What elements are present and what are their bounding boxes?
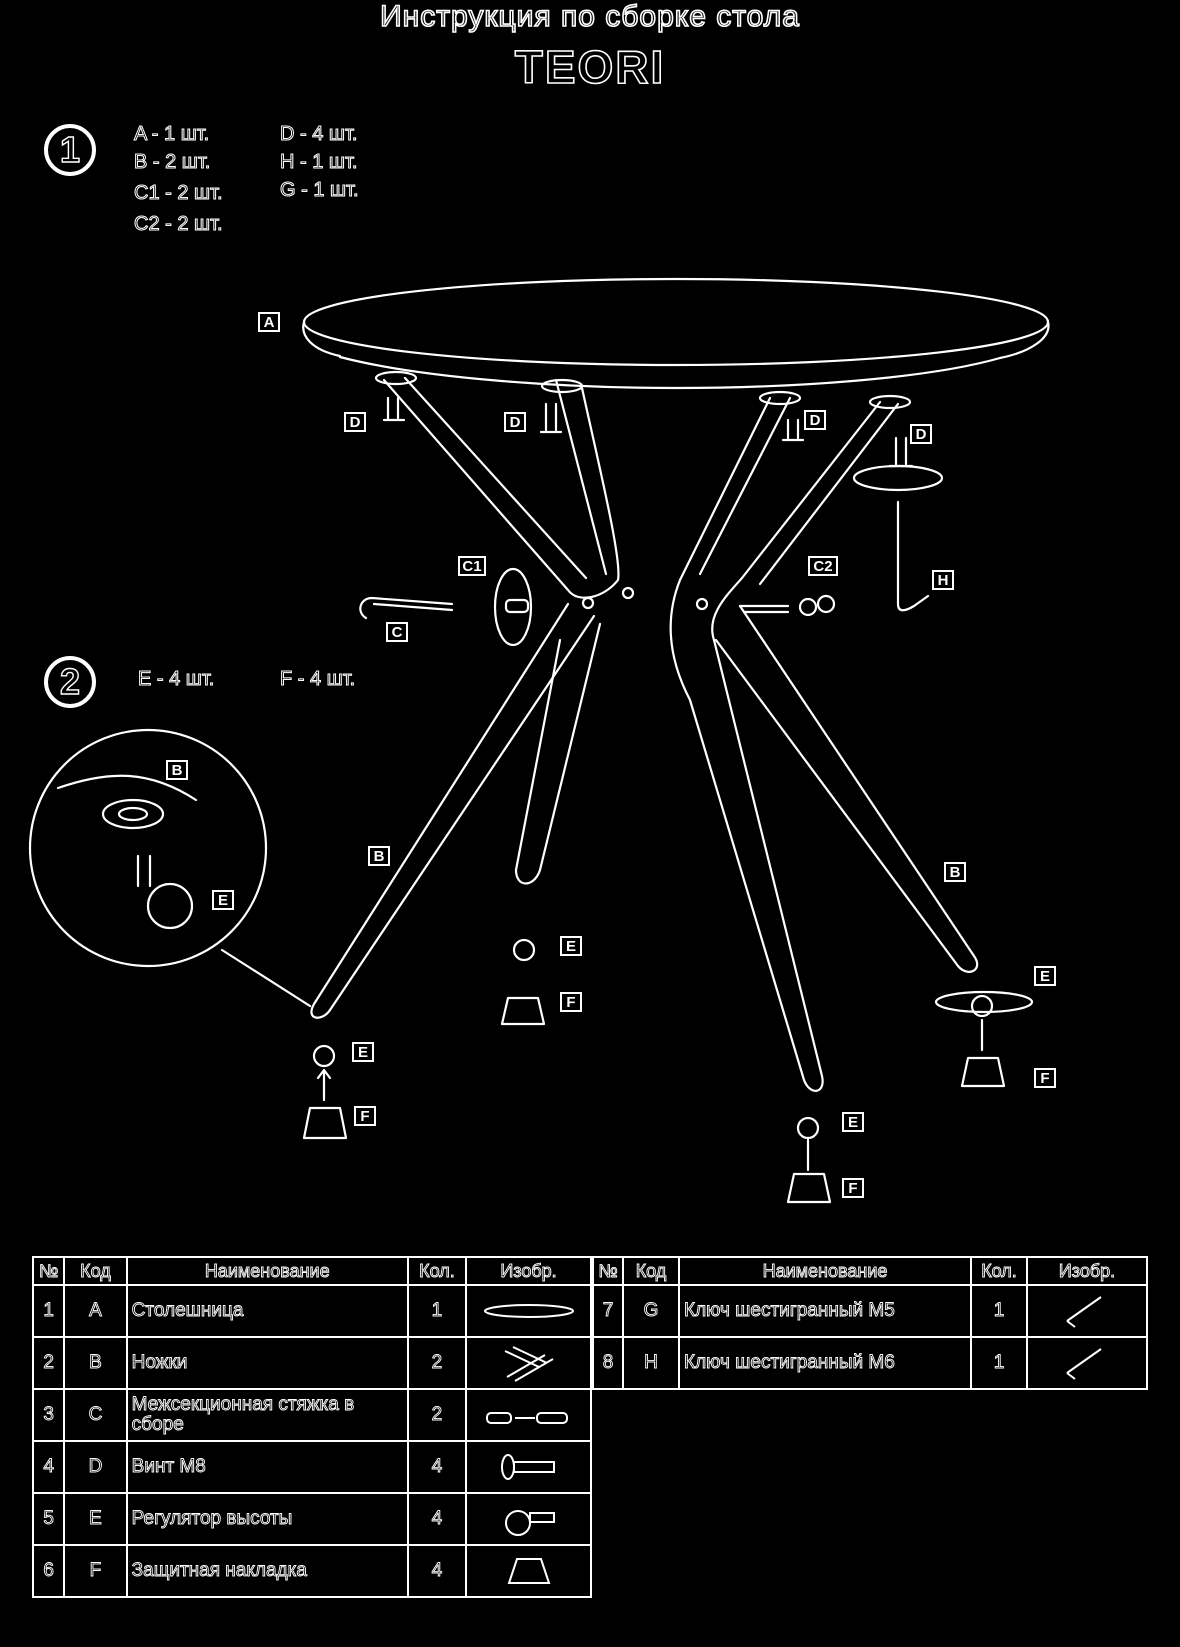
step-2-badge: 2: [44, 656, 96, 708]
part-count-b: B - 2 шт.: [134, 151, 211, 174]
hex-key-g-drawing: [359, 596, 454, 620]
label-b-inset: B: [166, 760, 188, 780]
tabletop-drawing: [302, 277, 1050, 390]
height-adjuster-icon: [504, 1510, 555, 1536]
label-e-2: E: [1034, 966, 1056, 986]
header-qty: Кол.: [406, 1256, 468, 1286]
label-e-inset: E: [212, 890, 234, 910]
label-f-2: F: [1034, 1068, 1056, 1088]
leg-frame-right: [669, 390, 979, 1092]
part-count-c1: C1 - 2 шт.: [134, 182, 224, 205]
label-f-1: F: [560, 992, 582, 1012]
table-row: 6 F Защитная накладка 4: [31, 1544, 592, 1598]
table-row: 4 D Винт М8 4: [31, 1440, 592, 1494]
feet-drawings: [302, 938, 1034, 1204]
part-count-d: D - 4 шт.: [280, 123, 358, 146]
part-count-h: H - 1 шт.: [280, 151, 358, 174]
label-h: H: [932, 570, 954, 590]
table-row: 3 C Межсекционная стяжка в сборе 2: [31, 1388, 592, 1442]
part-count-e: E - 4 шт.: [137, 668, 215, 691]
page-title: Инструкция по сборке стола: [379, 0, 800, 34]
table-row: 8 H Ключ шестигранный М6 1: [592, 1336, 1148, 1390]
label-c: C: [386, 622, 408, 642]
label-c2: C2: [808, 556, 838, 576]
step-1-parts-col1: A - 1 шт. B - 2 шт. C1 - 2 шт. C2 - 2 шт…: [134, 120, 224, 238]
leg-frame-left: [310, 370, 635, 1019]
tabletop-icon: [483, 1304, 574, 1318]
screw-d-drawings: [382, 396, 944, 492]
part-count-g: G - 1 шт.: [280, 179, 360, 202]
table-header-row: № Код Наименование Кол. Изобр.: [31, 1256, 592, 1286]
label-d-3: D: [804, 410, 826, 430]
label-a: A: [258, 312, 280, 332]
part-count-c2: C2 - 2 шт.: [134, 213, 224, 236]
parts-table-left: № Код Наименование Кол. Изобр. 1 A Столе…: [31, 1256, 592, 1598]
part-count-a: A - 1 шт.: [134, 123, 210, 146]
hex-key-h-drawing: [896, 500, 930, 612]
label-c1: C1: [458, 556, 486, 576]
label-e-4: E: [842, 1112, 864, 1132]
header-image: Изобр.: [465, 1256, 592, 1286]
label-b-1: B: [368, 846, 390, 866]
model-name: TEORI: [514, 40, 666, 94]
step-1-badge: 1: [44, 124, 96, 176]
parts-table-right: № Код Наименование Кол. Изобр. 7 G Ключ …: [592, 1256, 1148, 1390]
table-header-row: № Код Наименование Кол. Изобр.: [592, 1256, 1148, 1286]
table-row: 2 B Ножки 2: [31, 1336, 592, 1390]
label-e-3: E: [352, 1042, 374, 1062]
label-e-1: E: [560, 936, 582, 956]
table-row: 7 G Ключ шестигранный М5 1: [592, 1284, 1148, 1338]
foot-cap-icon: [507, 1558, 550, 1584]
hex-key-icon: [1066, 1348, 1102, 1380]
connector-icon: [485, 1412, 568, 1424]
legs-icon: [504, 1346, 554, 1382]
label-f-3: F: [354, 1106, 376, 1126]
detail-inset: [28, 728, 312, 1008]
label-d-2: D: [504, 412, 526, 432]
screw-icon: [500, 1454, 555, 1480]
header-code: Код: [63, 1256, 128, 1286]
table-row: 5 E Регулятор высоты 4: [31, 1492, 592, 1546]
header-name: Наименование: [125, 1256, 409, 1286]
step-1-parts-col2: D - 4 шт. H - 1 шт. G - 1 шт.: [280, 120, 360, 204]
table-row: 1 A Столешница 1: [31, 1284, 592, 1338]
label-b-2: B: [944, 862, 966, 882]
part-count-f: F - 4 шт.: [279, 668, 356, 691]
assembly-diagram: [28, 277, 1050, 1204]
connector-drawings: [493, 567, 836, 647]
label-d-4: D: [910, 424, 932, 444]
label-d-1: D: [344, 412, 366, 432]
label-f-4: F: [842, 1178, 864, 1198]
header-num: №: [31, 1256, 66, 1286]
hex-key-icon: [1066, 1296, 1102, 1328]
